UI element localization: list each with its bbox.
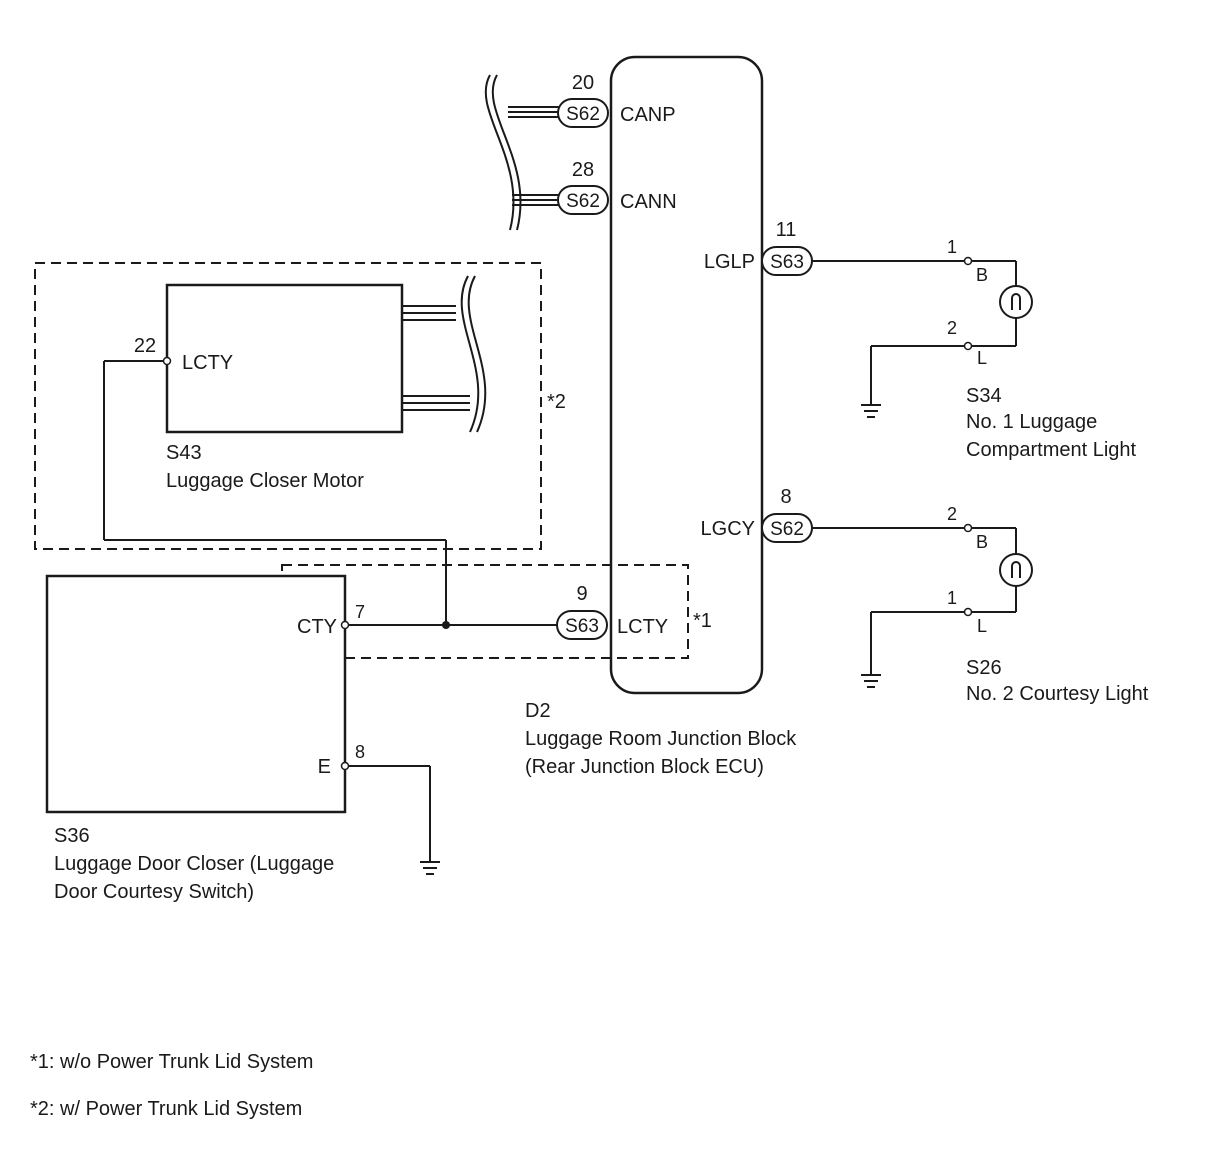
ecu-code: D2 <box>525 700 551 722</box>
light2-pin-l-number: 1 <box>947 588 957 608</box>
can-bus-wires <box>484 74 560 231</box>
cann-connector-label: S62 <box>566 191 600 212</box>
motor-body <box>165 283 404 434</box>
light2-name: No. 2 Courtesy Light <box>966 683 1149 705</box>
motor-lcty-terminal: LCTY <box>182 352 233 374</box>
marker-2: *2 <box>547 391 566 413</box>
closer-e-pin <box>340 761 350 771</box>
lgcy-pin-number: 8 <box>780 486 791 508</box>
light2-pin-b <box>963 523 973 533</box>
light1-pin-b-number: 1 <box>947 237 957 257</box>
closer-cty-pin <box>340 620 350 630</box>
light2-pin-b-number: 2 <box>947 504 957 524</box>
light1-pin-l-label: L <box>977 348 987 368</box>
footnote-1: *1: w/o Power Trunk Lid System <box>30 1051 313 1073</box>
power-trunk-region <box>34 262 542 550</box>
closer-e-pin-number: 8 <box>355 742 365 762</box>
motor-name: Luggage Closer Motor <box>166 470 364 492</box>
light2-code: S26 <box>966 657 1002 679</box>
light1-pin-l-number: 2 <box>947 318 957 338</box>
ecu-subname: (Rear Junction Block ECU) <box>525 756 764 778</box>
closer-cty-terminal: CTY <box>297 616 337 638</box>
closer-e-terminal: E <box>318 756 331 778</box>
lglp-connector-label: S63 <box>770 252 804 273</box>
motor-lcty-wire <box>103 360 447 625</box>
light2-circuit <box>812 527 1017 688</box>
light1-name-line1: No. 1 Luggage <box>966 411 1097 433</box>
cann-terminal-label: CANN <box>620 191 677 213</box>
canp-connector-label: S62 <box>566 104 600 125</box>
cann-connector <box>557 185 609 215</box>
light1-pin-b-label: B <box>976 265 988 285</box>
ecu-lcty-connector-label: S63 <box>565 616 599 637</box>
motor-lcty-pin <box>162 356 172 366</box>
ground-icon <box>420 861 440 875</box>
motor-harness-wires <box>402 275 487 433</box>
canp-pin-number: 20 <box>572 72 594 94</box>
lgcy-connector-label: S62 <box>770 519 804 540</box>
motor-code: S43 <box>166 442 202 464</box>
light1-filament-icon <box>1011 293 1021 310</box>
ecu-lcty-terminal-label: LCTY <box>617 616 668 638</box>
lgcy-terminal-label: LGCY <box>701 518 755 540</box>
light1-name-line2: Compartment Light <box>966 439 1137 461</box>
lglp-terminal-label: LGLP <box>704 251 755 273</box>
light2-pin-b-label: B <box>976 532 988 552</box>
closer-body <box>45 574 347 814</box>
light1-bulb-icon <box>999 285 1033 319</box>
closer-cty-pin-number: 7 <box>355 602 365 622</box>
light1-pin-b <box>963 256 973 266</box>
light2-bulb-icon <box>999 553 1033 587</box>
footnote-2: *2: w/ Power Trunk Lid System <box>30 1098 302 1120</box>
light1-pin-l <box>963 341 973 351</box>
ecu-body <box>609 55 764 695</box>
light1-code: S34 <box>966 385 1002 407</box>
closer-ground-wire <box>348 765 431 862</box>
motor-pin-number: 22 <box>134 335 156 357</box>
light2-filament-icon <box>1011 561 1021 578</box>
closer-code: S36 <box>54 825 90 847</box>
ecu-name: Luggage Room Junction Block <box>525 728 797 750</box>
light2-pin-l <box>963 607 973 617</box>
light2-pin-l-label: L <box>977 616 987 636</box>
junction-dot <box>442 621 450 629</box>
cann-pin-number: 28 <box>572 159 594 181</box>
closer-name-line1: Luggage Door Closer (Luggage <box>54 853 334 875</box>
canp-terminal-label: CANP <box>620 104 676 126</box>
marker-1: *1 <box>693 610 712 632</box>
canp-connector <box>557 98 609 128</box>
light1-circuit <box>812 260 1017 418</box>
ecu-lcty-pin-number: 9 <box>576 583 587 605</box>
lglp-pin-number: 11 <box>776 219 797 241</box>
closer-name-line2: Door Courtesy Switch) <box>54 881 254 903</box>
